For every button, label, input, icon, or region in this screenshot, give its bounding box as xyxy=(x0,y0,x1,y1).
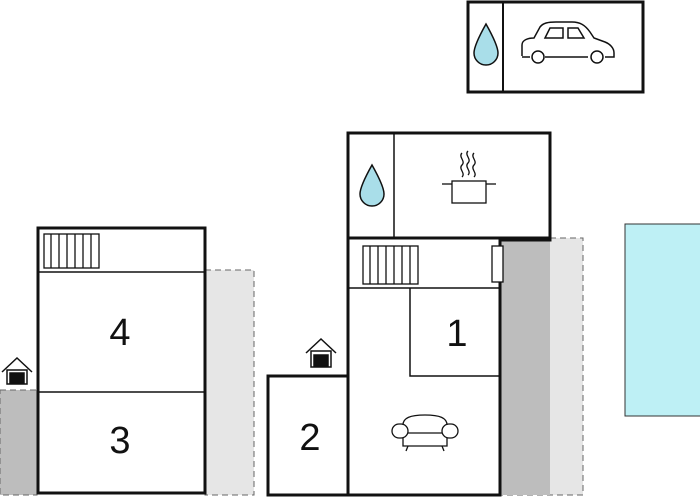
radiator-icon xyxy=(43,233,100,269)
parking-area xyxy=(466,0,645,94)
cooking-pot-icon xyxy=(442,150,496,204)
sofa-icon xyxy=(391,414,459,452)
car-icon xyxy=(521,21,615,64)
room-1-walls xyxy=(409,288,500,377)
terrace-left-building xyxy=(204,269,255,496)
radiator-icon xyxy=(362,245,419,285)
entrance-house-icon xyxy=(1,356,33,385)
pool xyxy=(624,223,700,417)
entrance-house-icon xyxy=(305,337,337,368)
room-4-label: 4 xyxy=(109,312,130,354)
room-3-label: 3 xyxy=(109,420,130,462)
room-1-label: 1 xyxy=(446,313,467,355)
left-building: 4 3 xyxy=(36,226,207,495)
parking-water-drop-icon xyxy=(473,22,499,66)
walkway-left-outline xyxy=(0,389,38,496)
walkway-right xyxy=(500,238,550,495)
right-building-outline xyxy=(266,131,552,497)
room-2-label: 2 xyxy=(299,417,320,459)
cupboard-icon xyxy=(491,245,504,283)
bathroom-water-drop-icon xyxy=(359,163,385,207)
right-building: 1 2 xyxy=(266,131,552,497)
walkway-left xyxy=(0,390,37,495)
